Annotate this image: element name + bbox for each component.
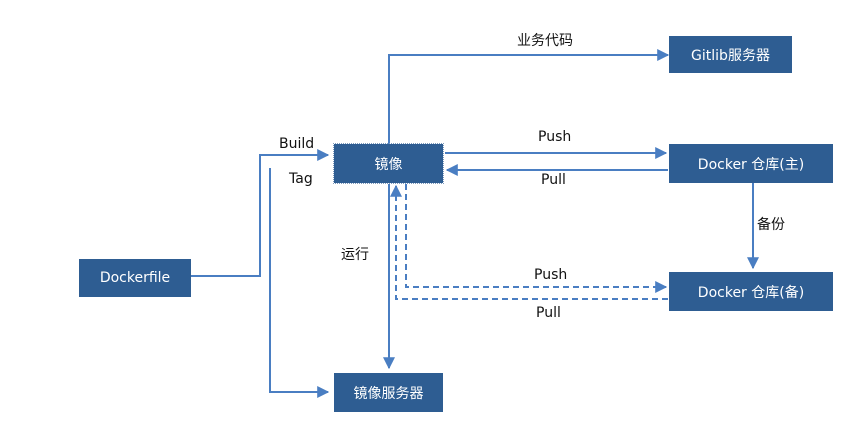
label-pull-backup: Pull (536, 305, 561, 321)
edge-dockerfile-to-image-server (269, 168, 330, 398)
edge-push-backup (405, 184, 668, 293)
docker-registry-main-node: Docker 仓库(主) (669, 144, 833, 183)
edge-image-to-gitlab (388, 49, 670, 144)
edge-dockerfile-to-image (191, 149, 330, 277)
label-pull-main: Pull (541, 172, 566, 188)
edge-pull-backup (390, 184, 668, 300)
label-tag: Tag (289, 171, 313, 187)
gitlab-server-node: Gitlib服务器 (669, 36, 792, 73)
dockerfile-node: Dockerfile (79, 259, 191, 297)
image-node: 镜像 (333, 143, 444, 184)
label-business-code: 业务代码 (517, 33, 573, 49)
label-push-backup: Push (534, 267, 568, 283)
label-backup: 备份 (757, 217, 785, 233)
label-build: Build (279, 136, 315, 152)
docker-registry-backup-node: Docker 仓库(备) (669, 272, 833, 311)
image-server-node: 镜像服务器 (334, 373, 443, 412)
label-push-main: Push (538, 129, 572, 145)
label-run: 运行 (341, 247, 369, 263)
